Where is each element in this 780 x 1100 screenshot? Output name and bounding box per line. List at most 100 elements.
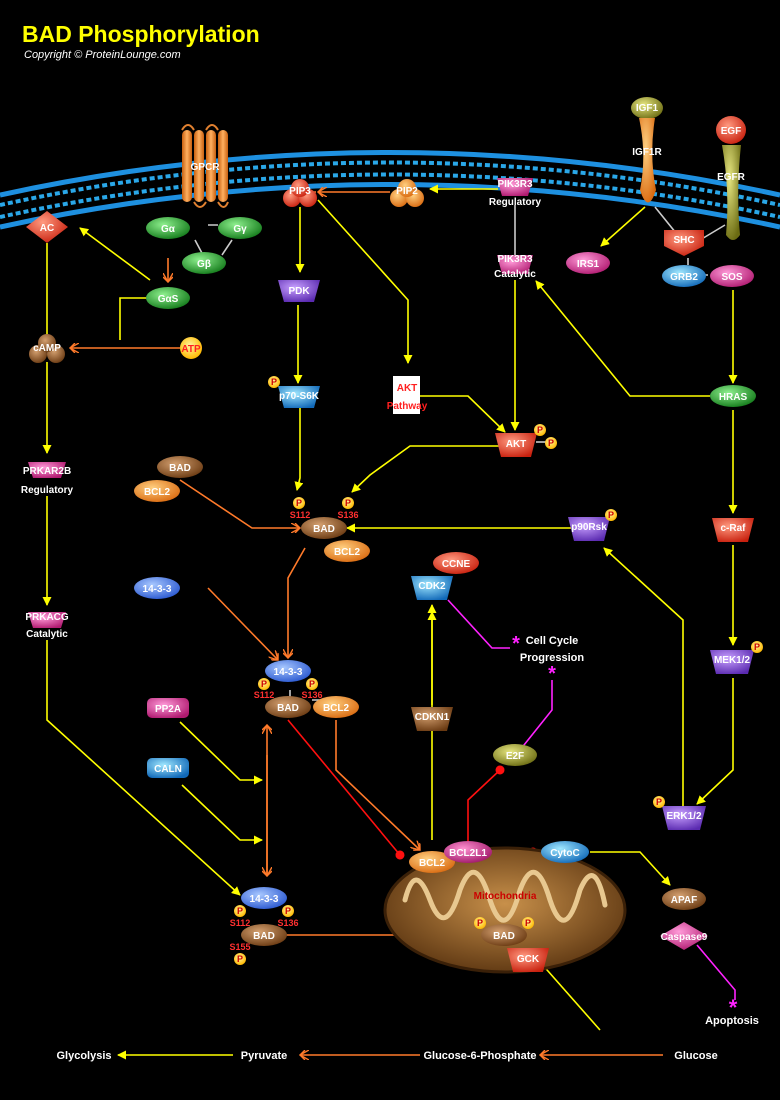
pp2a[interactable]: PP2A xyxy=(147,698,189,718)
cytoc[interactable]: CytoC xyxy=(541,841,589,863)
bad-low-phospho-3: P xyxy=(237,954,243,964)
hras[interactable]: HRAS xyxy=(710,385,756,407)
sos[interactable]: SOS xyxy=(710,265,754,287)
akt-phospho-2: P xyxy=(548,438,554,448)
ac[interactable]: AC xyxy=(26,211,68,243)
cdk2[interactable]: CDK2 xyxy=(411,576,453,600)
akt-phospho-1: P xyxy=(537,425,543,435)
prkar2b-regulatory[interactable]: PRKAR2B Regulatory xyxy=(21,462,74,496)
g-alpha-s[interactable]: GαS xyxy=(146,287,190,309)
caln-label: CALN xyxy=(154,764,182,775)
bad-14-3-3-bcl2-complex[interactable]: 14-3-3 BAD BCL2 P P S112 S136 xyxy=(254,660,359,718)
ac-label: AC xyxy=(40,223,54,234)
mitochondrion[interactable]: Mitochondria xyxy=(383,846,627,974)
cell-membrane xyxy=(0,150,780,230)
apaf[interactable]: APAF xyxy=(662,888,706,910)
atp[interactable]: ATP xyxy=(180,337,202,359)
grb2[interactable]: GRB2 xyxy=(662,265,706,287)
bad-low-phospho-2: P xyxy=(285,906,291,916)
pik3r3-reg-label-1: PIK3R3 xyxy=(497,179,532,190)
mek12[interactable]: MEK1/2 P xyxy=(710,641,763,674)
pyruvate-label: Pyruvate xyxy=(241,1050,287,1062)
bad-low-phospho-1: P xyxy=(237,906,243,916)
prkacg-label-2: Catalytic xyxy=(26,629,68,640)
bad-mito-phospho-1: P xyxy=(477,918,483,928)
cdk2-label: CDK2 xyxy=(418,581,446,592)
shc[interactable]: SHC xyxy=(664,230,704,256)
prkar2b-label-2: Regulatory xyxy=(21,485,74,496)
progression-label-1: Cell Cycle xyxy=(526,635,579,647)
g-gamma[interactable]: Gγ xyxy=(218,217,262,239)
pip3[interactable]: PIP3 xyxy=(283,179,317,207)
e2f[interactable]: E2F xyxy=(493,744,537,766)
bad-14-3-3-lower-complex[interactable]: 14-3-3 BAD P P P S112 S136 S155 xyxy=(229,887,299,965)
p70s6k-label: p70-S6K xyxy=(279,391,320,402)
pik3r3-cat-label-1: PIK3R3 xyxy=(497,254,532,265)
igf1r-label: IGF1R xyxy=(632,147,662,158)
pip2[interactable]: PIP2 xyxy=(390,179,424,207)
caln[interactable]: CALN xyxy=(147,758,189,778)
gck-label: GCK xyxy=(517,954,540,965)
erk12-phospho: P xyxy=(656,797,662,807)
bad-mito-phospho-2: P xyxy=(525,918,531,928)
bad-phospho-complex[interactable]: BAD BCL2 P P S112 S136 xyxy=(290,497,370,562)
bad-p-phospho-1: P xyxy=(296,498,302,508)
g-beta[interactable]: Gβ xyxy=(182,252,226,274)
mitochondria-label: Mitochondria xyxy=(474,891,537,902)
g-gamma-label: Gγ xyxy=(233,224,247,235)
shc-label: SHC xyxy=(673,235,694,246)
erk12-label: ERK1/2 xyxy=(666,811,701,822)
bad-p-label: BAD xyxy=(313,524,335,535)
akt[interactable]: AKT P P xyxy=(495,424,557,457)
gpcr-receptor[interactable]: GPCR xyxy=(181,124,229,208)
caspase9[interactable]: Caspase9 xyxy=(660,922,708,950)
bad-p-phospho-2: P xyxy=(345,498,351,508)
erk12[interactable]: ERK1/2 P xyxy=(653,796,706,830)
sos-label: SOS xyxy=(721,272,742,283)
prkar2b-label-1: PRKAR2B xyxy=(23,466,71,477)
akt-pathway-label-1: AKT xyxy=(397,383,418,394)
cdkn1[interactable]: CDKN1 xyxy=(411,707,453,731)
apoptosis-label: Apoptosis xyxy=(705,1015,759,1027)
bcl2l1[interactable]: BCL2L1 xyxy=(444,841,492,863)
igf1r-receptor[interactable]: IGF1 IGF1R xyxy=(631,97,663,203)
g-alpha[interactable]: Gα xyxy=(146,217,190,239)
egfr-receptor[interactable]: EGF EGFR xyxy=(716,116,746,240)
irs1[interactable]: IRS1 xyxy=(566,252,610,274)
gpcr-label: GPCR xyxy=(191,162,221,173)
p1433-low-label: 14-3-3 xyxy=(250,894,279,905)
craf[interactable]: c-Raf xyxy=(712,518,754,542)
akt-label: AKT xyxy=(506,439,527,450)
p70s6k[interactable]: p70-S6K P xyxy=(268,376,320,408)
cytoc-label: CytoC xyxy=(550,848,579,859)
bad-free-label: BAD xyxy=(169,463,191,474)
p90rsk[interactable]: p90Rsk P xyxy=(568,509,617,541)
asterisk-icon-2: * xyxy=(548,663,556,685)
p1433-free-label: 14-3-3 xyxy=(143,584,172,595)
pdk-label: PDK xyxy=(288,286,310,297)
ccne[interactable]: CCNE xyxy=(433,552,479,574)
asterisk-icon-3: * xyxy=(729,995,738,1020)
hras-label: HRAS xyxy=(719,392,748,403)
progression-label-2: Progression xyxy=(520,652,584,664)
bcl2-mito-label: BCL2 xyxy=(419,858,446,869)
ccne-label: CCNE xyxy=(442,559,471,570)
prkacg-label-1: PRKACG xyxy=(25,612,69,623)
bcl2-mito[interactable]: BCL2 xyxy=(409,851,455,873)
protein-14-3-3-free[interactable]: 14-3-3 xyxy=(134,577,180,599)
bcl2l1-label: BCL2L1 xyxy=(449,848,487,859)
prkacg-catalytic[interactable]: PRKACG Catalytic xyxy=(25,612,69,640)
bad-bcl2-free-complex[interactable]: BAD BCL2 xyxy=(134,456,203,502)
camp[interactable]: cAMP xyxy=(29,334,65,363)
bad-low-s155: S155 xyxy=(229,942,250,952)
gck[interactable]: GCK xyxy=(507,948,549,972)
apaf-label: APAF xyxy=(671,895,697,906)
pdk[interactable]: PDK xyxy=(278,280,320,302)
bcl2-mid-label: BCL2 xyxy=(323,703,350,714)
bad-mito[interactable]: BAD P P xyxy=(474,917,534,946)
grb2-label: GRB2 xyxy=(670,272,698,283)
